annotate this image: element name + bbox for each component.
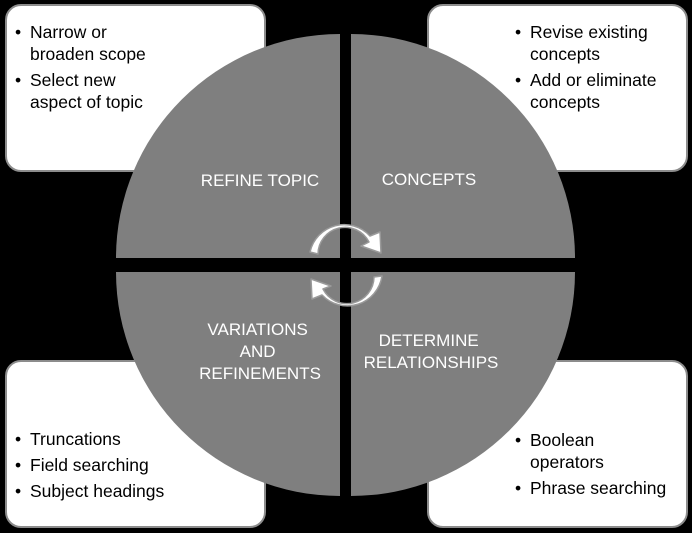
label-line: REFINEMENTS bbox=[199, 364, 321, 383]
bullet-marker: • bbox=[515, 430, 521, 450]
bullet-marker: • bbox=[15, 481, 21, 501]
bullet-item: Field searching bbox=[30, 455, 149, 475]
bullet-list-bottom-right: • Boolean operators • Phrase searching bbox=[515, 430, 666, 498]
label-line: AND bbox=[240, 342, 276, 361]
cycle-arrows-icon bbox=[309, 223, 383, 307]
quadrant-bottom-left bbox=[116, 272, 340, 496]
label-line: DETERMINE bbox=[379, 331, 479, 350]
bullet-marker: • bbox=[515, 22, 521, 42]
bullet-line: broaden scope bbox=[30, 44, 146, 64]
bullet-line: Truncations bbox=[30, 429, 121, 449]
bullet-item: Phrase searching bbox=[530, 478, 666, 498]
bullet-list-top-left: • Narrow or broaden scope • Select new a… bbox=[15, 22, 146, 112]
bullet-marker: • bbox=[15, 22, 21, 42]
bullet-list-bottom-left: • Truncations • Field searching • Subjec… bbox=[15, 429, 165, 501]
bullet-line: Narrow or bbox=[30, 22, 107, 42]
quadrant-label-bottom-right: DETERMINE RELATIONSHIPS bbox=[364, 331, 499, 372]
bullet-line: Phrase searching bbox=[530, 478, 666, 498]
quadrant-label-top-right: CONCEPTS bbox=[382, 170, 476, 189]
bullet-line: Add or eliminate bbox=[530, 70, 656, 90]
bullet-line: Boolean bbox=[530, 430, 594, 450]
bullet-marker: • bbox=[515, 478, 521, 498]
bullet-line: concepts bbox=[530, 44, 600, 64]
bullet-line: Subject headings bbox=[30, 481, 165, 501]
bullet-marker: • bbox=[15, 70, 21, 90]
bullet-line: aspect of topic bbox=[30, 92, 143, 112]
bullet-item: Select new aspect of topic bbox=[30, 70, 143, 112]
quadrant-top-left bbox=[116, 34, 340, 258]
bullet-marker: • bbox=[15, 455, 21, 475]
bullet-marker: • bbox=[515, 70, 521, 90]
label-line: RELATIONSHIPS bbox=[364, 353, 499, 372]
bullet-marker: • bbox=[15, 429, 21, 449]
label-line: REFINE TOPIC bbox=[201, 171, 319, 190]
quadrant-label-bottom-left: VARIATIONS AND REFINEMENTS bbox=[199, 320, 321, 383]
bullet-item: Boolean operators bbox=[530, 430, 604, 472]
quadrant-label-top-left: REFINE TOPIC bbox=[201, 171, 319, 190]
cycle-arrow-bottom bbox=[310, 275, 383, 307]
bullet-line: concepts bbox=[530, 92, 600, 112]
bullet-line: Field searching bbox=[30, 455, 149, 475]
cycle-arrow-top bbox=[309, 223, 382, 255]
bullet-item: Subject headings bbox=[30, 481, 165, 501]
label-line: VARIATIONS bbox=[207, 320, 307, 339]
bullet-line: Revise existing bbox=[530, 22, 648, 42]
quadrant-top-right bbox=[351, 34, 575, 258]
label-line: CONCEPTS bbox=[382, 170, 476, 189]
bullet-item: Add or eliminate concepts bbox=[530, 70, 661, 112]
quadrant-bottom-right bbox=[351, 272, 575, 496]
bullet-line: Select new bbox=[30, 70, 116, 90]
bullet-list-top-right: • Revise existing concepts • Add or elim… bbox=[515, 22, 661, 112]
bullet-item: Narrow or broaden scope bbox=[30, 22, 146, 64]
bullet-line: operators bbox=[530, 452, 604, 472]
bullet-item: Truncations bbox=[30, 429, 121, 449]
bullet-item: Revise existing concepts bbox=[530, 22, 653, 64]
